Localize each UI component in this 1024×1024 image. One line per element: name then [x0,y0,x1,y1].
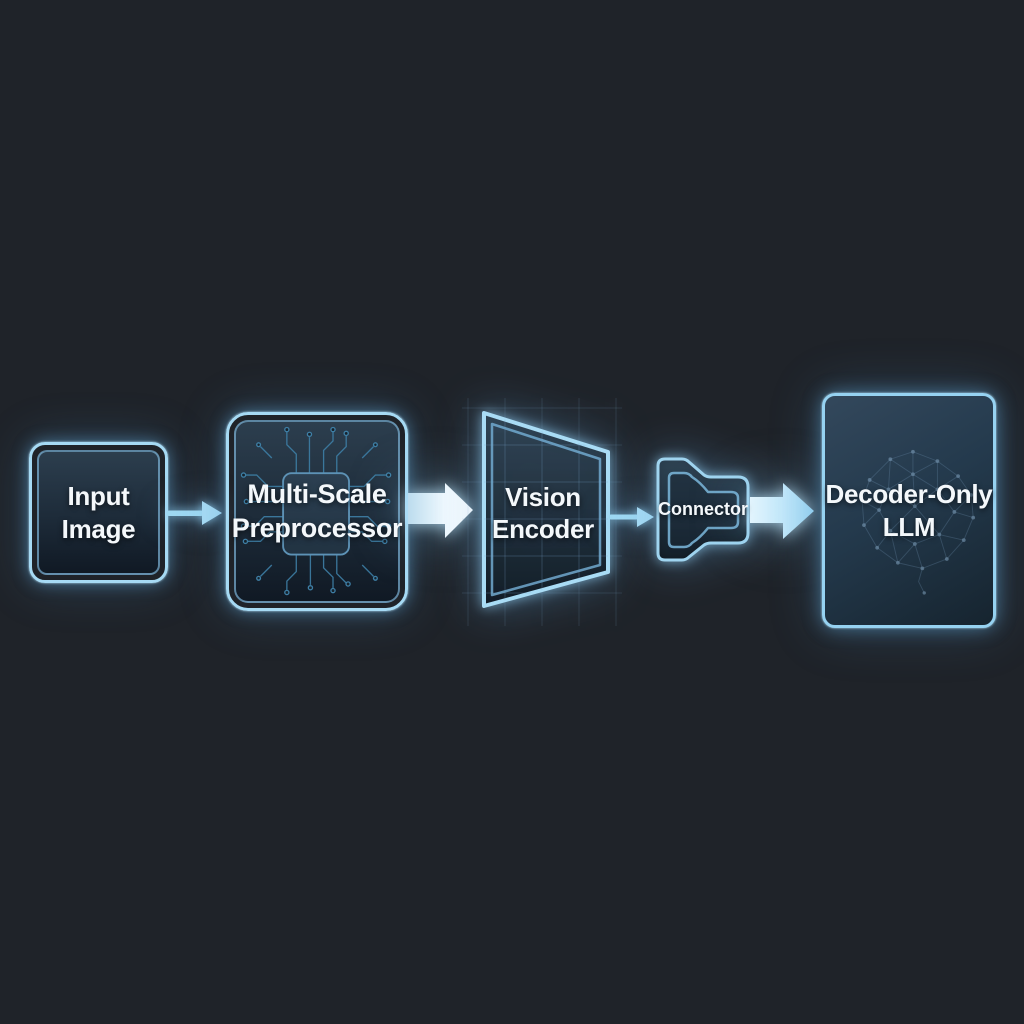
vision-encoder-label-line1: Vision [505,481,581,512]
arrow-preprocessor-to-encoder [408,483,473,538]
node-preprocessor [226,412,408,611]
llm-label-line1: Decoder-Only [825,479,993,510]
connector-label-line1: Connector [658,498,748,519]
vision-encoder-label: Vision Encoder [470,480,616,546]
arrow-connector-to-llm [750,483,814,539]
llm-label: Decoder-Only LLM [822,393,996,628]
arrow-encoder-to-connector [609,507,654,527]
vision-encoder-label-line2: Encoder [492,514,594,544]
node-decoder-only-llm [822,393,996,628]
llm-label-line2: LLM [882,511,936,542]
node-connector [656,457,750,562]
node-input-image [29,442,168,583]
preprocessor-label-line1: Multi-Scale [247,479,387,510]
neural-brain-icon [860,449,976,595]
input-image-panel [37,450,160,575]
input-image-label-line1: Input [67,481,130,512]
circuit-board-icon [240,426,392,596]
input-image-label-line2: Image [61,513,136,544]
preprocessor-panel [234,420,400,603]
node-vision-encoder [462,398,622,626]
input-image-label: Input Image [29,442,168,583]
connector-label: Connector [650,452,756,566]
arrow-input-to-preprocessor [167,501,222,525]
preprocessor-label: Multi-Scale Preprocessor [226,412,408,611]
preprocessor-label-line2: Preprocessor [231,512,403,543]
